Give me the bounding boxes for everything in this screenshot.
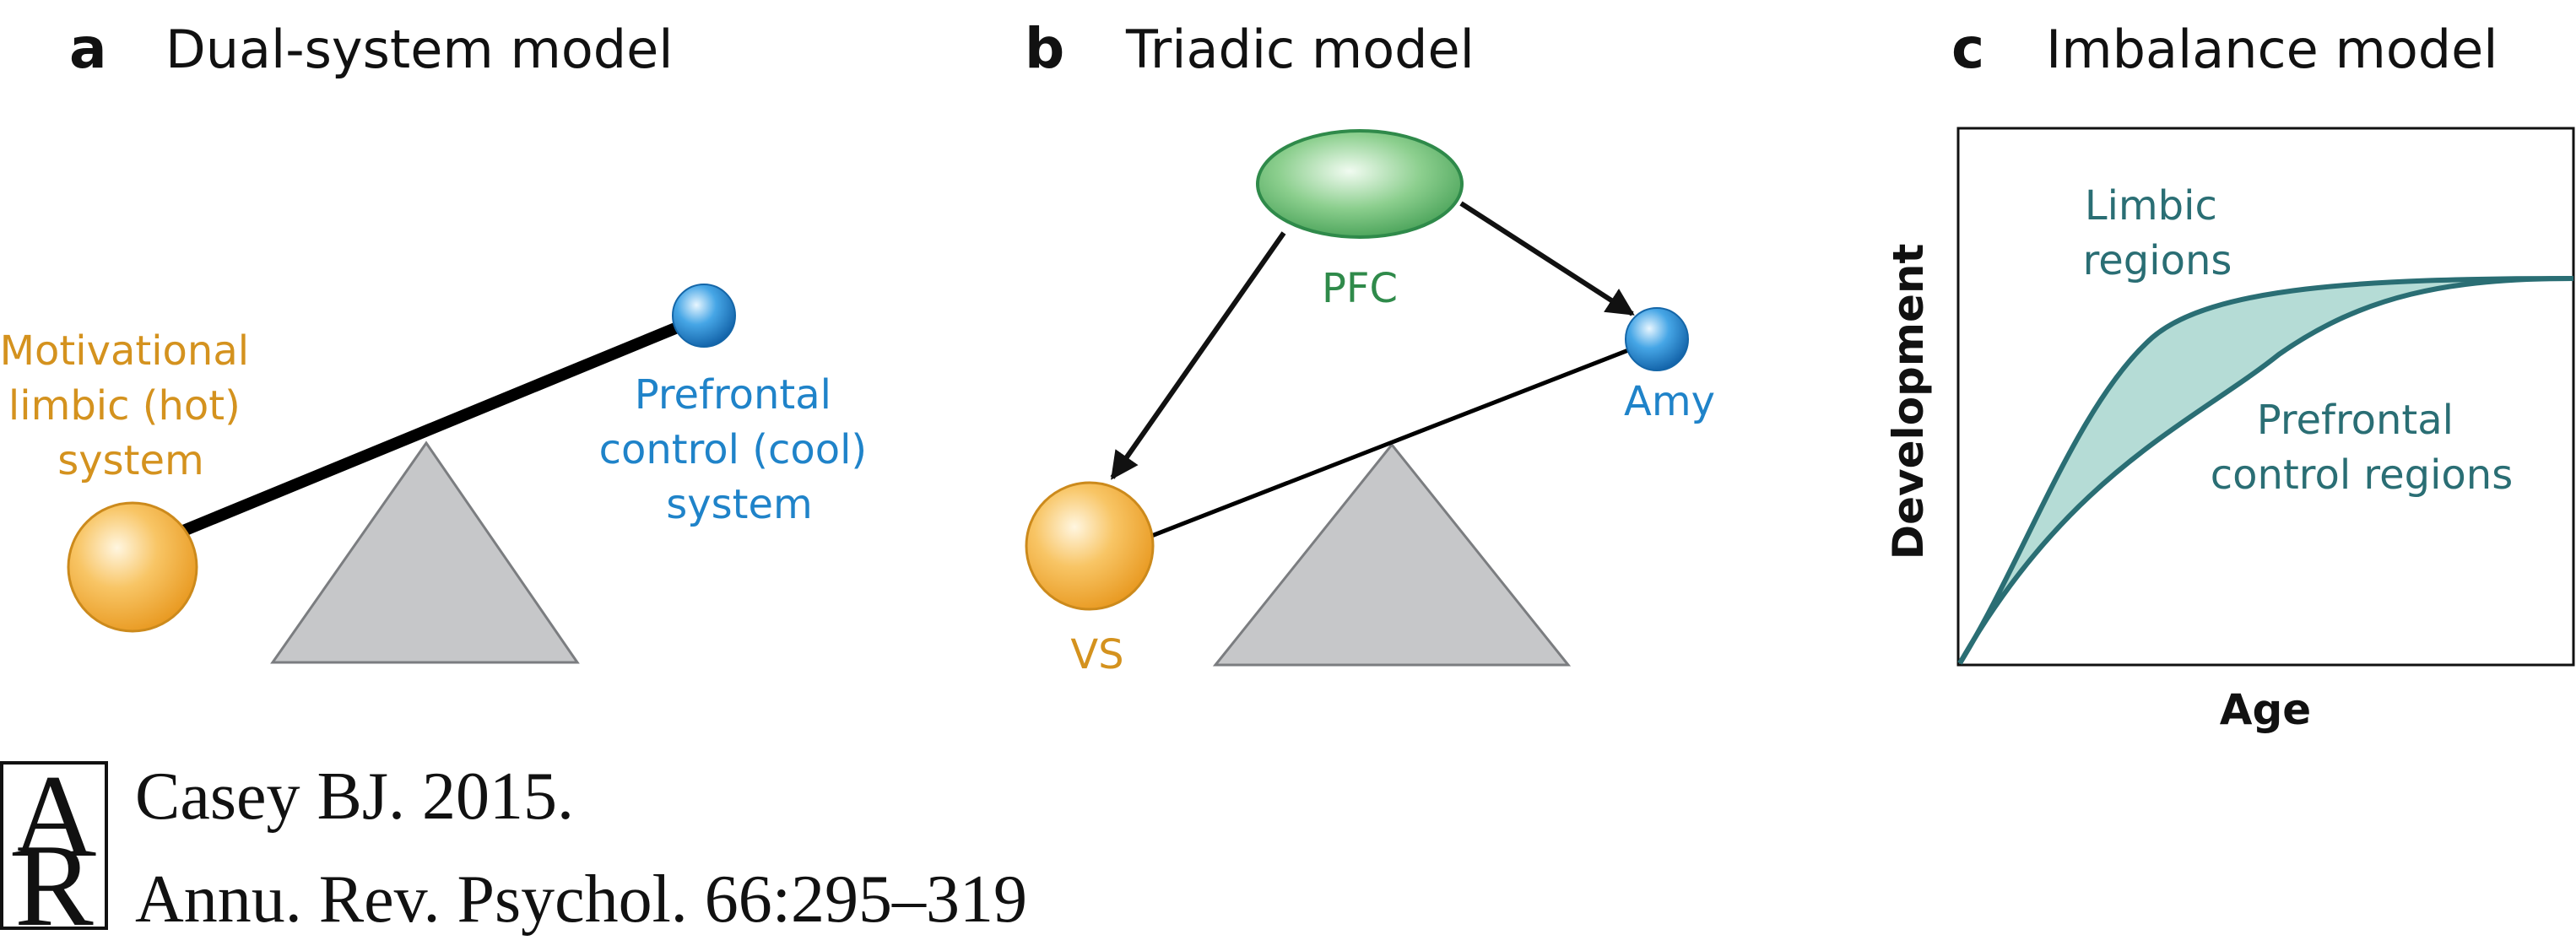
cool-system-label: Prefrontal control (cool) system: [599, 371, 880, 528]
pfc-label: PFC: [1322, 265, 1398, 312]
y-axis-label: Development: [1884, 244, 1933, 560]
citation-line-2: Annu. Rev. Psychol. 66:295–319: [135, 862, 1027, 937]
panel-b-title: Triadic model: [1125, 19, 1475, 80]
panel-b-lever-beam: [1149, 343, 1640, 539]
prefrontal-curve: [1957, 276, 2574, 665]
panel-c-letter: c: [1951, 16, 1984, 81]
hot-system-ball: [67, 501, 198, 633]
citation-line-1: Casey BJ. 2015.: [135, 759, 574, 834]
citation: A R Casey BJ. 2015. Annu. Rev. Psychol. …: [0, 751, 1027, 951]
hot-system-label-line-1: Motivational: [0, 327, 249, 375]
amy-node: [1625, 307, 1689, 371]
imbalance-gap-area: [1960, 278, 2573, 663]
pfc-node: [1256, 129, 1464, 239]
limbic-label-line-1: Limbic: [2085, 182, 2217, 230]
hot-system-label: Motivational limbic (hot) system: [0, 327, 262, 484]
panel-b: b Triadic model PFC Amy VS: [1025, 16, 1715, 678]
logo-frame: [0, 761, 108, 930]
panel-c-title: Imbalance model: [2046, 19, 2498, 80]
panel-a-lever-beam: [171, 315, 700, 539]
pfc-to-vs-arrow: [1110, 231, 1286, 480]
panel-a-letter: a: [69, 16, 107, 81]
amy-label: Amy: [1624, 378, 1715, 425]
panel-c: c Imbalance model Limbic regions Prefron…: [1884, 16, 2575, 734]
prefrontal-label: Prefrontal control regions: [2211, 397, 2513, 499]
limbic-curve: [1957, 276, 2574, 665]
hot-system-label-line-2: limbic (hot): [8, 382, 241, 430]
cool-system-label-line-1: Prefrontal: [635, 371, 831, 419]
logo-letter-a: A: [11, 751, 96, 882]
vs-node: [1025, 481, 1155, 611]
pfc-to-amy-arrow: [1459, 201, 1635, 316]
cool-system-ball: [672, 284, 736, 348]
logo-letter-r: R: [14, 820, 94, 951]
panel-b-fulcrum: [1212, 442, 1572, 667]
limbic-label: Limbic regions: [2083, 182, 2232, 284]
x-axis-label: Age: [2220, 685, 2311, 734]
limbic-label-line-2: regions: [2083, 237, 2232, 284]
panel-a: a Dual-system model Motivational limbic …: [0, 16, 880, 664]
cool-system-label-line-2: control (cool): [599, 426, 868, 473]
prefrontal-label-line-2: control regions: [2211, 451, 2513, 499]
imbalance-plot-frame: [1956, 127, 2575, 667]
panel-a-title: Dual-system model: [165, 19, 674, 80]
panel-b-letter: b: [1025, 16, 1064, 81]
hot-system-label-line-3: system: [57, 437, 204, 484]
vs-label: VS: [1070, 631, 1123, 678]
prefrontal-label-line-1: Prefrontal: [2257, 397, 2454, 444]
annual-reviews-logo: A R: [0, 751, 108, 951]
cool-system-label-line-3: system: [666, 481, 813, 528]
panel-a-fulcrum: [270, 440, 580, 664]
